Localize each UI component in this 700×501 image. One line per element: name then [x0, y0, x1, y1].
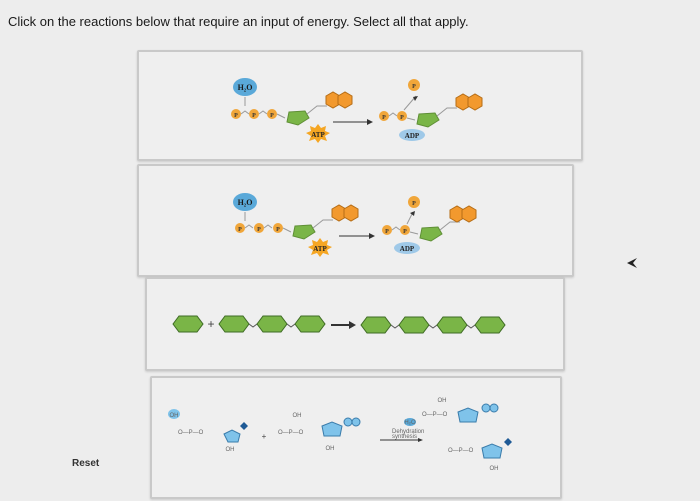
svg-text:OH: OH	[438, 398, 447, 404]
svg-text:OH: OH	[293, 413, 302, 419]
svg-text:Dehydration: Dehydration	[392, 429, 424, 435]
svg-text:P: P	[382, 115, 386, 121]
svg-text:O—P—O: O—P—O	[278, 430, 304, 436]
svg-text:O—P—O: O—P—O	[422, 412, 448, 418]
svg-text:H₂O: H₂O	[238, 83, 253, 92]
nucleotide-1: OH O—P—O OH	[168, 409, 248, 453]
reaction-option-1[interactable]: H₂O P P P ATP	[137, 50, 583, 161]
svg-text:ATP: ATP	[313, 245, 327, 253]
arrow-icon	[333, 119, 373, 125]
svg-text:P: P	[403, 229, 407, 235]
svg-text:O—P—O: O—P—O	[448, 448, 474, 454]
product-molecules	[360, 316, 506, 334]
svg-text:P: P	[400, 115, 404, 121]
arrow-icon: H₂O Dehydration synthesis	[380, 418, 424, 442]
svg-text:P: P	[412, 84, 416, 90]
svg-text:H₂O: H₂O	[404, 420, 416, 426]
svg-text:ADP: ADP	[400, 245, 415, 253]
reactant-molecules: +	[172, 315, 326, 333]
product-molecules: P P P ADP	[379, 79, 483, 141]
product-molecules: P P P ADP	[382, 196, 477, 254]
svg-text:P: P	[234, 113, 238, 119]
svg-text:OH: OH	[490, 466, 499, 472]
svg-text:OH: OH	[326, 446, 335, 452]
nucleotide-2: OH O—P—O OH	[278, 413, 361, 452]
svg-text:synthesis: synthesis	[392, 434, 417, 440]
svg-text:P: P	[238, 227, 242, 233]
svg-text:OH: OH	[226, 447, 235, 453]
svg-text:P: P	[270, 113, 274, 119]
svg-text:+: +	[207, 317, 214, 331]
water-molecule: H₂O	[233, 193, 257, 211]
atp-burst-icon: ATP	[308, 238, 332, 257]
reset-button[interactable]: Reset	[72, 458, 100, 469]
svg-text:P: P	[252, 113, 256, 119]
svg-text:P: P	[385, 229, 389, 235]
arrow-icon	[339, 233, 375, 239]
svg-text:+: +	[262, 432, 267, 441]
mouse-pointer-icon	[627, 258, 637, 268]
atp-molecule: P P P	[231, 91, 353, 126]
reaction-option-2[interactable]: H₂O P P P ATP P	[137, 164, 574, 277]
water-molecule: H₂O	[233, 78, 257, 96]
svg-text:P: P	[276, 227, 280, 233]
svg-text:P: P	[257, 227, 261, 233]
reaction-option-3[interactable]: +	[145, 277, 565, 371]
atp-molecule: P P P	[235, 204, 359, 240]
svg-text:ATP: ATP	[311, 131, 325, 139]
svg-text:H₂O: H₂O	[238, 198, 253, 207]
svg-text:O—P—O: O—P—O	[178, 430, 204, 436]
reaction-option-4[interactable]: OH O—P—O OH + OH O—P—O OH H₂O Dehydratio…	[150, 376, 562, 499]
svg-text:P: P	[412, 201, 416, 207]
arrow-icon	[331, 321, 356, 329]
svg-text:OH: OH	[170, 413, 179, 419]
dinucleotide-product: OH O—P—O O—P—O OH	[422, 398, 512, 472]
svg-text:ADP: ADP	[405, 132, 420, 140]
question-instructions: Click on the reactions below that requir…	[8, 14, 469, 29]
atp-burst-icon: ATP	[306, 124, 330, 143]
